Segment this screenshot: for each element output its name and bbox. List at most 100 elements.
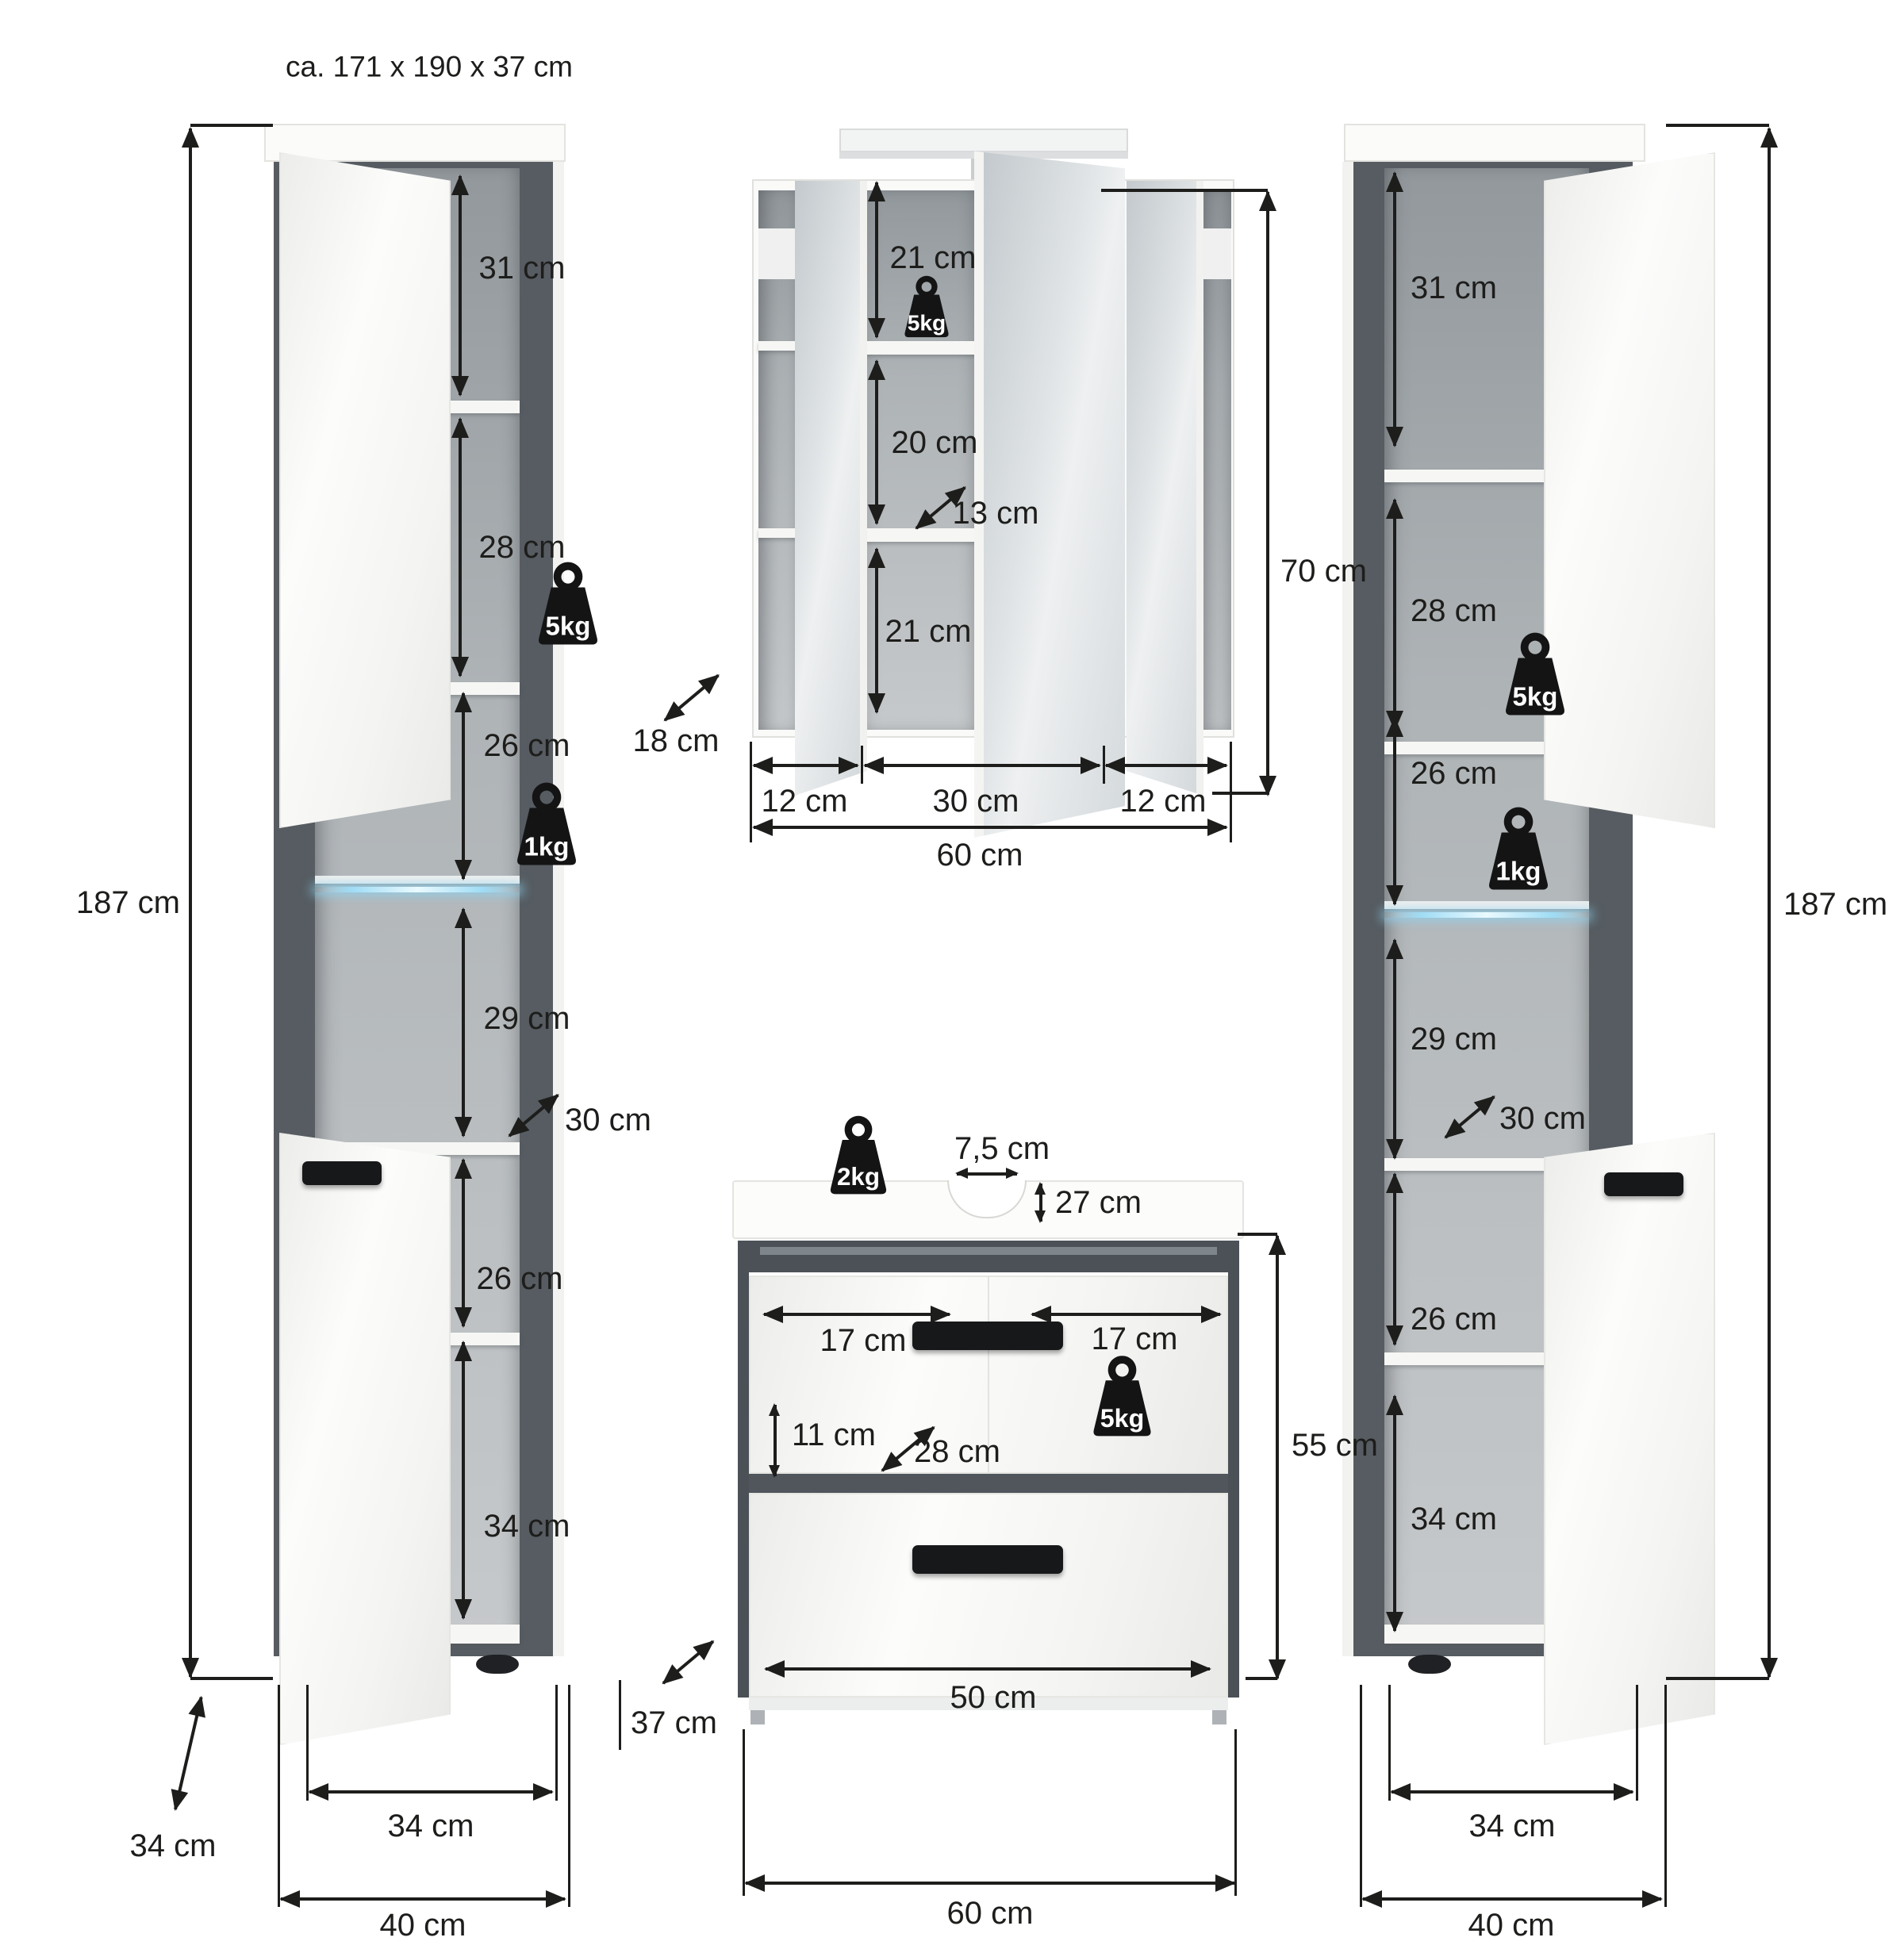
weight-icon: 1kg xyxy=(517,782,576,865)
left-shelf1-arrow xyxy=(451,175,469,397)
left-shelf4-arrow xyxy=(455,907,472,1137)
sink-inner-height-label: 11 cm xyxy=(792,1418,876,1452)
right-shelf4-arrow xyxy=(1386,938,1403,1160)
mirror-door-left xyxy=(795,181,867,796)
mirror-total-width-label: 60 cm xyxy=(936,838,1023,873)
extension-line xyxy=(306,1685,309,1801)
weight-label: 2kg xyxy=(837,1163,880,1191)
left-cabinet-door-handle xyxy=(302,1161,382,1185)
weight-icon: 5kg xyxy=(1506,632,1564,715)
mirror-left-width-arrow xyxy=(752,757,859,774)
left-height-dimension-line xyxy=(182,127,199,1678)
overall-dimensions-title: ca. 171 x 190 x 37 cm xyxy=(286,50,573,83)
extension-line xyxy=(1360,1685,1362,1907)
sink-cutout-width-label: 7,5 cm xyxy=(954,1131,1050,1166)
left-shelf6-label: 34 cm xyxy=(483,1509,570,1544)
dimension-tick xyxy=(190,1677,273,1680)
mirror-right-compartment xyxy=(1201,190,1231,730)
right-cabinet-led-light xyxy=(1384,912,1589,918)
sink-drawer-width-arrow xyxy=(764,1660,1211,1678)
right-cabinet-shelf xyxy=(1384,742,1589,754)
weight-icon: 5kg xyxy=(539,562,597,645)
left-floor-depth-arrow xyxy=(174,1697,203,1810)
weight-label: 5kg xyxy=(546,612,591,641)
weight-icon: 5kg xyxy=(904,275,949,338)
mirror-middle-section-label: 20 cm xyxy=(891,425,978,460)
right-total-width-label: 40 cm xyxy=(1468,1908,1555,1943)
sink-cabinet-foot xyxy=(750,1710,765,1724)
left-shelf3-label: 26 cm xyxy=(483,728,570,763)
mirror-center-width-label: 30 cm xyxy=(932,784,1019,819)
extension-line xyxy=(1234,1729,1237,1896)
weight-icon: 5kg xyxy=(1093,1356,1151,1437)
left-side-depth-arrow xyxy=(662,1640,715,1685)
right-cabinet-top-panel xyxy=(1344,124,1645,162)
left-shelf2-label: 28 cm xyxy=(478,530,566,565)
mirror-right-width-arrow xyxy=(1104,757,1228,774)
right-shelf2-label: 28 cm xyxy=(1411,593,1497,628)
sink-cabinet-metal-frame xyxy=(738,1241,1239,1272)
mirror-door-center-open xyxy=(974,151,1125,838)
mirror-top-section-label: 21 cm xyxy=(889,240,977,275)
left-cabinet-upper-door-open xyxy=(279,152,451,828)
left-door-width-label: 34 cm xyxy=(387,1809,474,1843)
sink-height-dimension-line xyxy=(1269,1234,1286,1680)
extension-line xyxy=(750,742,752,842)
right-cabinet-lower-door-open xyxy=(1544,1133,1715,1745)
right-cabinet-side-panel xyxy=(1342,162,1353,1656)
sink-depth-label: 28 cm xyxy=(914,1434,1000,1469)
weight-label: 1kg xyxy=(524,832,570,861)
left-total-width-arrow xyxy=(279,1890,566,1908)
sink-cutout-depth-arrow xyxy=(1035,1182,1046,1223)
extension-line xyxy=(743,1729,745,1896)
left-total-width-label: 40 cm xyxy=(379,1908,466,1943)
right-height-dimension-line xyxy=(1760,127,1778,1678)
extension-line xyxy=(1103,746,1105,784)
mirror-body-depth-arrow xyxy=(663,673,720,722)
left-cabinet-foot xyxy=(476,1655,519,1674)
weight-label: 5kg xyxy=(1100,1404,1144,1433)
right-cabinet-shelf xyxy=(1384,470,1589,482)
dimension-tick xyxy=(190,124,273,127)
metal-frame-rail xyxy=(760,1247,1217,1255)
right-shelf2-arrow xyxy=(1386,498,1403,731)
right-shelf3-label: 26 cm xyxy=(1411,756,1497,791)
extension-line xyxy=(1230,742,1232,842)
extension-line xyxy=(1636,1685,1638,1801)
mirror-right-width-label: 12 cm xyxy=(1119,784,1207,819)
left-cabinet-top-panel xyxy=(264,124,566,162)
left-shelf2-arrow xyxy=(451,417,469,677)
mirror-left-width-label: 12 cm xyxy=(761,784,848,819)
sink-left-door-label: 17 cm xyxy=(820,1323,907,1358)
sink-left-door-arrow xyxy=(762,1306,951,1323)
right-shelf3-arrow xyxy=(1386,716,1403,906)
mirror-height-label: 70 cm xyxy=(1280,554,1367,589)
right-cabinet-door-handle xyxy=(1604,1172,1683,1196)
mirror-cabinet-shelf xyxy=(855,341,977,355)
extension-line xyxy=(619,1680,621,1750)
left-shelf4-label: 29 cm xyxy=(483,1001,570,1036)
weight-icon: 2kg xyxy=(830,1115,887,1195)
left-height-label: 187 cm xyxy=(75,885,180,920)
mirror-bottom-section-label: 21 cm xyxy=(885,614,972,649)
right-shelf1-arrow xyxy=(1386,171,1403,447)
left-shelf-depth-label: 30 cm xyxy=(565,1103,651,1137)
left-cabinet-side-panel xyxy=(553,162,564,1656)
extension-line xyxy=(1664,1685,1667,1907)
left-cabinet-led-light xyxy=(315,887,520,892)
left-cabinet-lower-door-open xyxy=(279,1133,451,1745)
sink-cabinet-drawer xyxy=(749,1493,1228,1698)
left-shelf5-label: 26 cm xyxy=(476,1261,563,1296)
sink-right-door-label: 17 cm xyxy=(1091,1322,1178,1356)
extension-line xyxy=(555,1685,558,1801)
mirror-left-compartment xyxy=(758,190,801,730)
weight-label: 5kg xyxy=(1513,682,1558,712)
extension-line xyxy=(278,1685,280,1907)
mirror-center-width-arrow xyxy=(863,757,1101,774)
dimension-tick xyxy=(1212,792,1268,795)
dimension-tick xyxy=(1101,189,1268,192)
mirror-bottom-section-arrow xyxy=(868,547,885,714)
mirror-top-section-arrow xyxy=(868,181,885,339)
extension-line xyxy=(861,746,863,784)
